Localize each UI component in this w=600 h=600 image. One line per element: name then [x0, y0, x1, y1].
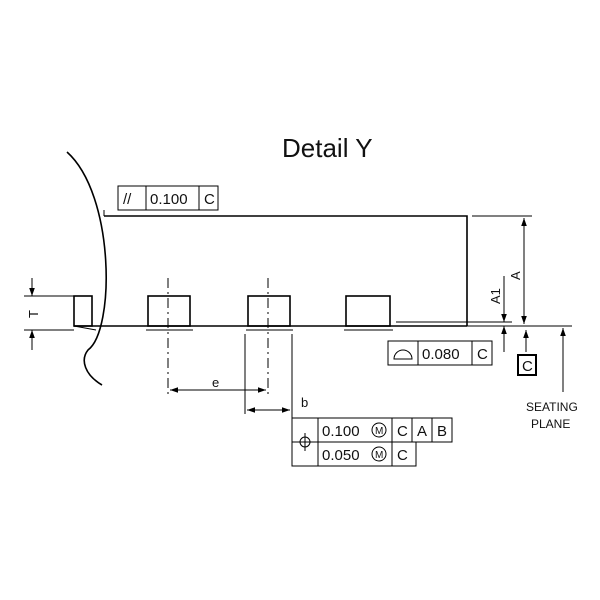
dimension-e: e — [170, 375, 266, 393]
datum-c-label: C — [522, 358, 533, 375]
lead-2 — [147, 295, 191, 327]
package-body-outline — [104, 215, 468, 326]
dim-t-label: T — [26, 310, 41, 318]
profile-tolerance: 0.080 — [422, 346, 460, 363]
position-row1-datum1: C — [397, 423, 408, 440]
position-fcf: 0.100 M C A B 0.050 M C — [291, 417, 453, 467]
dimension-a: A — [398, 215, 572, 327]
dimension-a1: A1 — [396, 276, 512, 352]
break-line — [66, 151, 107, 386]
profile-datum: C — [477, 346, 488, 363]
dim-b-label: b — [301, 395, 308, 410]
detail-title: Detail Y — [282, 133, 373, 163]
lead-4 — [345, 295, 391, 327]
dim-a-label: A — [508, 271, 523, 280]
lead-1-foot — [73, 325, 97, 331]
lead-1 — [73, 295, 93, 327]
position-row1-datum3: B — [437, 423, 447, 440]
lead-3 — [247, 295, 291, 327]
position-row1-datum2: A — [417, 423, 427, 440]
seating-plane-line2: PLANE — [531, 417, 570, 431]
datum-c-symbol: C — [517, 330, 537, 376]
position-row2-modifier: M — [375, 450, 383, 461]
parallelism-symbol: // — [123, 191, 132, 208]
position-row1-modifier: M — [375, 426, 383, 437]
parallelism-tolerance: 0.100 — [150, 191, 188, 208]
position-row2-tolerance: 0.050 — [322, 447, 360, 464]
dim-a1-label: A1 — [488, 288, 503, 304]
parallelism-fcf: // 0.100 C — [117, 185, 219, 211]
dimension-t: T — [24, 278, 74, 350]
parallelism-datum: C — [204, 191, 215, 208]
profile-surface-icon — [393, 349, 413, 360]
dimension-b: b — [244, 334, 308, 418]
leads — [73, 295, 393, 331]
position-row1-mmc-circle — [371, 422, 387, 438]
seating-plane-line1: SEATING — [526, 400, 578, 414]
position-row2-datum1: C — [397, 447, 408, 464]
position-icon — [296, 433, 314, 451]
profile-fcf: 0.080 C — [387, 340, 493, 366]
position-row2-mmc-circle — [371, 446, 387, 462]
dim-e-label: e — [212, 375, 219, 390]
position-row1-tolerance: 0.100 — [322, 423, 360, 440]
center-lines — [167, 278, 269, 398]
